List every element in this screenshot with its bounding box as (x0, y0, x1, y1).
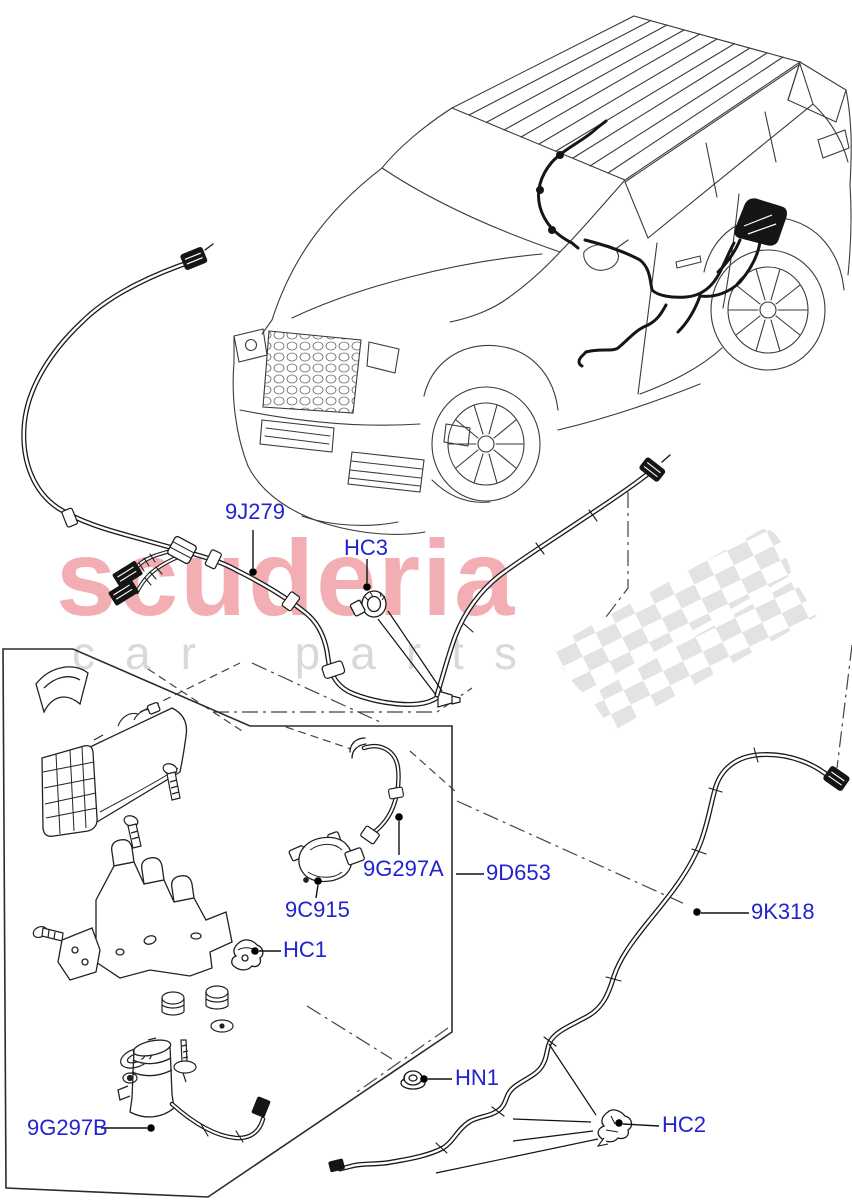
hc3-pointer-lines (377, 610, 443, 696)
part-label-HN1[interactable]: HN1 (455, 1065, 500, 1090)
vehicle-illustration (232, 15, 852, 535)
purge-valve-9C915 (288, 831, 365, 883)
part-label-HC3[interactable]: HC3 (344, 535, 389, 560)
part-label-9G297A[interactable]: 9G297A (363, 856, 444, 881)
part-label-HC1[interactable]: HC1 (283, 937, 328, 962)
leader-dots (147, 568, 701, 1132)
vent-pipe-rear (434, 454, 671, 698)
pipe-clip-HC2 (596, 1109, 633, 1147)
filler-connector (180, 247, 208, 271)
fuel-filler-pipe-9J279 (21, 243, 461, 708)
canister-strap (35, 666, 89, 714)
hc2-pointer-lines (435, 1043, 599, 1174)
inset-box (2, 648, 453, 1198)
part-label-9J279[interactable]: 9J279 (225, 499, 285, 524)
part-label-9G297B[interactable]: 9G297B (27, 1115, 108, 1140)
canister-bracket (57, 839, 233, 981)
fuel-filler-module-on-vehicle (734, 198, 787, 246)
projection-lines (139, 492, 852, 1095)
part-label-9C915[interactable]: 9C915 (285, 897, 350, 922)
part-label-9D653[interactable]: 9D653 (486, 860, 551, 885)
mounting-bolts (32, 763, 197, 1083)
purge-hose-9G297A (349, 737, 404, 845)
vehicle-harness-lines (536, 119, 762, 368)
pump-outlet-hose (169, 1096, 271, 1143)
part-label-HC2[interactable]: HC2 (662, 1112, 707, 1137)
checkered-flag-icon (553, 529, 817, 732)
leak-detection-pump-9G297B (117, 1037, 175, 1118)
leader-lines (101, 530, 749, 1129)
hose-clip-HC1 (231, 939, 264, 971)
hose-clamp-HC3 (349, 590, 387, 618)
carbon-canister (41, 701, 188, 837)
part-label-9K318[interactable]: 9K318 (751, 899, 815, 924)
fuel-line-9K318 (328, 747, 850, 1173)
